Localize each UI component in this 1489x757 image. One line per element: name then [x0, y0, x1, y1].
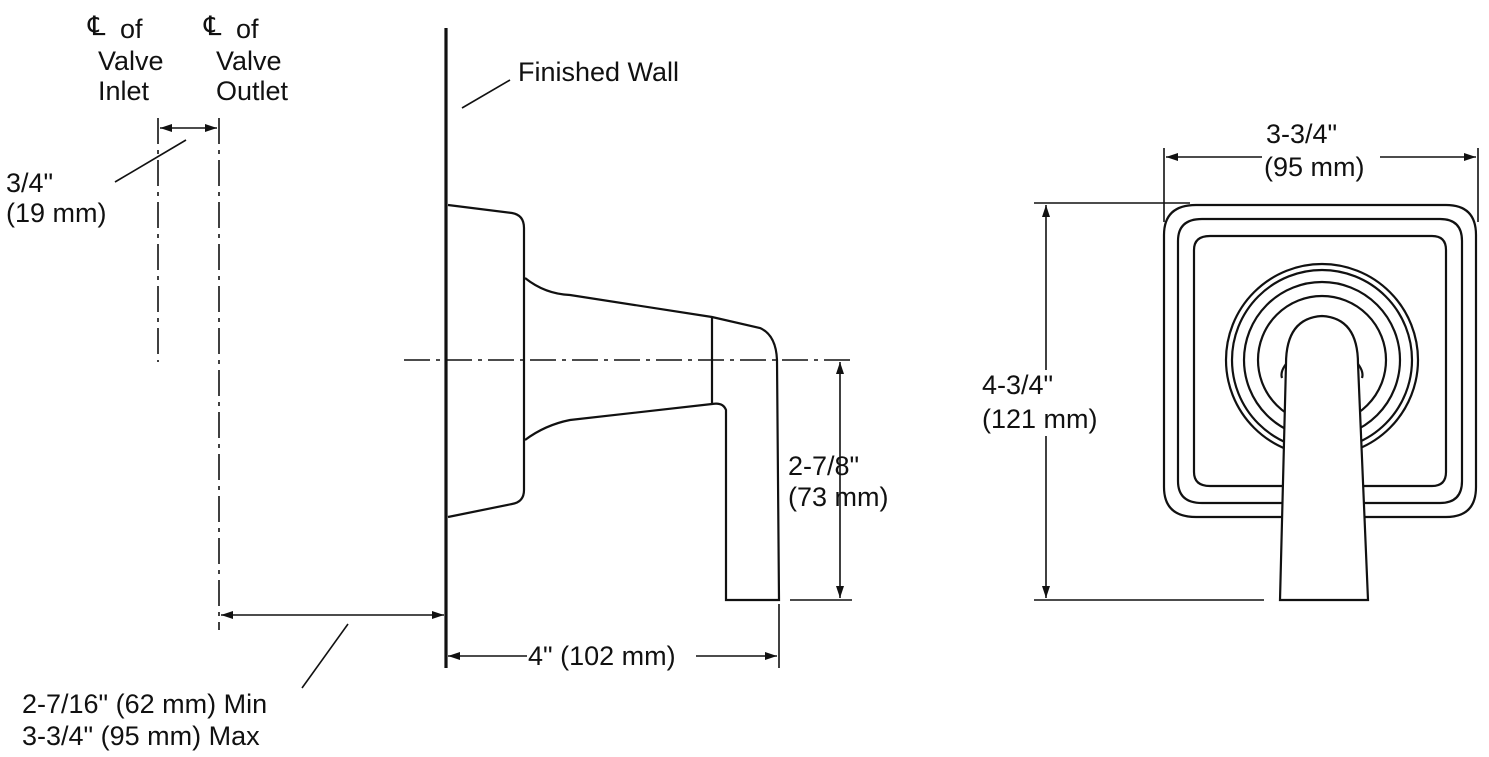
- lever-side-profile: [524, 277, 781, 602]
- plate-height-inch-label: 4-3/4": [982, 370, 1053, 400]
- lever-front-view: [1278, 314, 1370, 602]
- cl-outlet-of: of: [236, 14, 259, 44]
- offset-mm-label: (19 mm): [6, 198, 107, 228]
- plate-height-mm-label: (121 mm): [982, 404, 1098, 434]
- escutcheon-inner-square: [1192, 234, 1448, 488]
- plate-height-dimension: 4-3/4" (121 mm): [982, 202, 1264, 601]
- rough-in-depth-dimension: 2-7/16" (62 mm) Min 3-3/4" (95 mm) Max: [22, 611, 444, 751]
- inlet-outlet-offset-dimension: 3/4" (19 mm): [6, 124, 217, 228]
- projection-label: 4" (102 mm): [528, 641, 676, 671]
- escutcheon-outer-square: [1162, 203, 1478, 519]
- hub-ring-inner-right: [1357, 363, 1364, 379]
- finished-wall-label: Finished Wall: [518, 57, 679, 87]
- plate-width-mm-label: (95 mm): [1264, 152, 1365, 182]
- cl-outlet-valve: Valve: [216, 46, 282, 76]
- cl-inlet-valve: Valve: [98, 46, 164, 76]
- centerline-symbol-inlet: ℄: [87, 11, 106, 41]
- escutcheon-side-profile: [447, 203, 526, 519]
- projection-dimension: 4" (102 mm): [448, 604, 780, 671]
- cl-outlet-outlet: Outlet: [216, 76, 289, 106]
- cl-inlet-inlet: Inlet: [98, 76, 150, 106]
- escutcheon-mid-square: [1176, 217, 1464, 505]
- cl-valve-inlet-label: ℄ of Valve Inlet: [87, 11, 164, 106]
- lever-drop-inch-label: 2-7/8": [788, 451, 859, 481]
- offset-inch-label: 3/4": [6, 168, 53, 198]
- cl-valve-outlet-label: ℄ of Valve Outlet: [203, 11, 289, 106]
- centerline-symbol-outlet: ℄: [203, 11, 222, 41]
- lever-drop-mm-label: (73 mm): [788, 482, 889, 512]
- cl-inlet-of: of: [120, 14, 143, 44]
- hub-ring-inner-left: [1280, 363, 1287, 379]
- finished-wall-leader: [461, 79, 511, 109]
- trim-front-view: [1162, 203, 1478, 602]
- plate-width-dimension: 3-3/4" (95 mm): [1163, 119, 1479, 222]
- plate-width-inch-label: 3-3/4": [1266, 119, 1337, 149]
- depth-min-label: 2-7/16" (62 mm) Min: [22, 689, 267, 719]
- lever-drop-dimension: 2-7/8" (73 mm): [788, 362, 889, 598]
- depth-max-label: 3-3/4" (95 mm) Max: [22, 721, 260, 751]
